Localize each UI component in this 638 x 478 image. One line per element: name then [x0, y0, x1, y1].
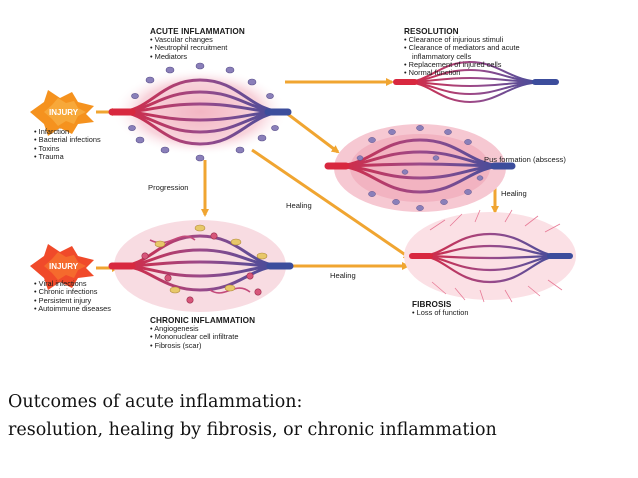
acute-inflammation-block: ACUTE INFLAMMATION • Vascular changes • …: [150, 27, 245, 61]
acute-inflammation-list: • Vascular changes • Neutrophil recruitm…: [150, 35, 245, 61]
list-item: • Toxins: [34, 143, 60, 153]
flow-arrows: [96, 78, 499, 272]
list-item: • Angiogenesis: [150, 324, 199, 334]
healing-right-label: Healing: [501, 189, 527, 198]
chronic-inflammation-list: • Angiogenesis • Mononuclear cell infilt…: [150, 324, 255, 350]
injury-bottom-causes: • Viral infections • Chronic infections …: [34, 279, 111, 313]
list-item: • Mediators: [150, 51, 188, 61]
list-item: • Neutrophil recruitment: [150, 43, 228, 53]
list-item: • Chronic infections: [34, 287, 98, 297]
acute-inflammation-title: ACUTE INFLAMMATION: [150, 27, 245, 36]
injury-top-causes-list: • Infarction • Bacterial infections • To…: [34, 127, 101, 161]
healing-bottom-label: Healing: [330, 271, 356, 280]
chronic-inflammation-title: CHRONIC INFLAMMATION: [150, 316, 256, 325]
injury-bottom-causes-list: • Viral infections • Chronic infections …: [34, 279, 111, 313]
list-item: • Persistent injury: [34, 295, 92, 305]
resolution-block: RESOLUTION • Clearance of injurious stim…: [404, 27, 520, 78]
injury-top-causes: • Infarction • Bacterial infections • To…: [34, 127, 101, 161]
list-item: • Replacement of injured cells: [404, 60, 502, 70]
list-item: inflammatory cells: [412, 51, 472, 61]
abscess-vessels: [324, 124, 516, 212]
list-item: • Infarction: [34, 127, 70, 136]
injury-burst-top: INJURY: [30, 90, 94, 136]
fibrosis-list: • Loss of function: [412, 308, 469, 318]
fibrosis-vessels: [404, 209, 576, 303]
list-item: • Vascular changes: [150, 35, 213, 45]
list-item: • Normal function: [404, 68, 461, 78]
progression-label: Progression: [148, 183, 189, 192]
list-item: • Mononuclear cell infiltrate: [150, 332, 239, 342]
list-item: • Loss of function: [412, 308, 469, 318]
healing-diagonal-label: Healing: [286, 201, 312, 210]
injury-burst-bottom: INJURY: [30, 244, 94, 290]
injury-bottom-label: INJURY: [49, 262, 79, 271]
chronic-inflammation-vessels: [108, 220, 294, 312]
abscess-label: Pus formation (abscess): [484, 155, 566, 164]
list-item: • Fibrosis (scar): [150, 340, 202, 350]
fibrosis-title: FIBROSIS: [412, 300, 452, 309]
list-item: • Autoimmune diseases: [34, 303, 111, 313]
list-item: • Clearance of injurious stimuli: [404, 35, 504, 45]
arrow-acute-to-abscess: [284, 110, 340, 154]
chronic-inflammation-block: CHRONIC INFLAMMATION • Angiogenesis • Mo…: [150, 316, 255, 350]
caption-line-2: resolution, healing by fibrosis, or chro…: [8, 420, 497, 440]
list-item: • Viral infections: [34, 279, 87, 288]
caption-line-1: Outcomes of acute inflammation:: [8, 392, 303, 412]
list-item: • Bacterial infections: [34, 135, 101, 145]
injury-top-label: INJURY: [49, 108, 79, 117]
fibrosis-block: FIBROSIS • Loss of function: [412, 300, 468, 317]
resolution-list: • Clearance of injurious stimuli • Clear…: [404, 35, 520, 78]
list-item: • Clearance of mediators and acute: [404, 43, 520, 53]
resolution-vessels: [393, 60, 559, 104]
arrow-acute-to-fibrosis: [251, 148, 412, 260]
list-item: • Trauma: [34, 151, 64, 161]
acute-inflammation-vessels: [108, 62, 292, 162]
resolution-title: RESOLUTION: [404, 27, 459, 36]
